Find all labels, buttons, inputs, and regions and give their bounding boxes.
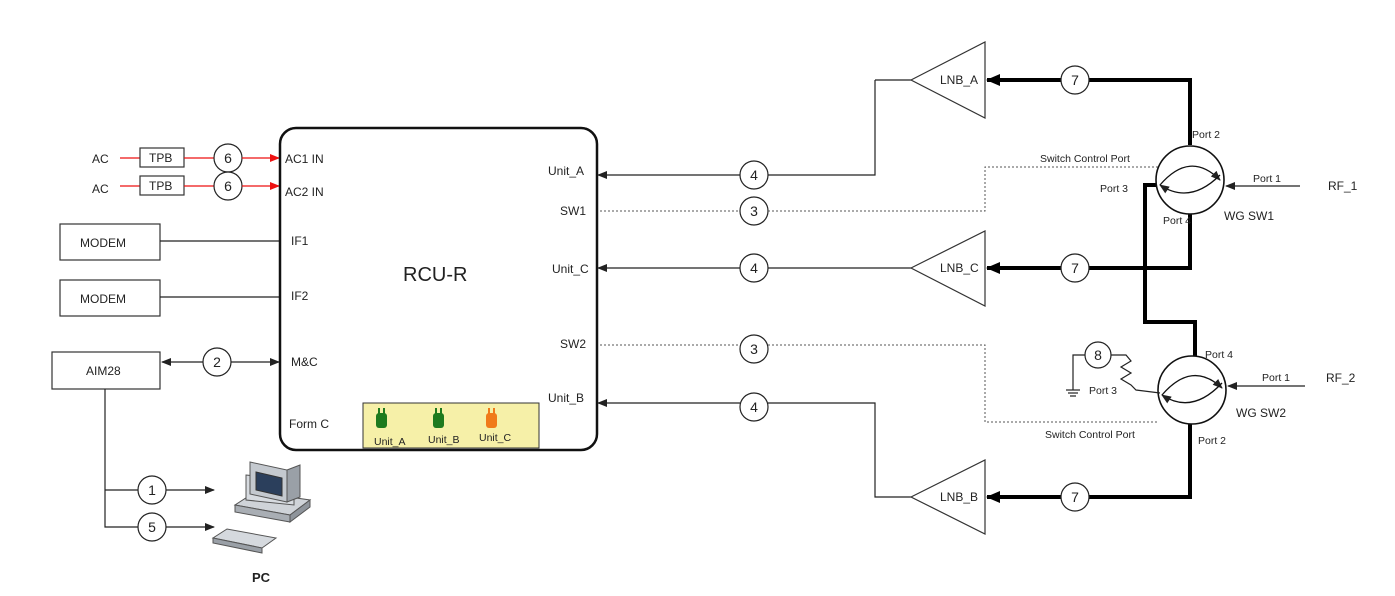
port-mc: M&C [291,355,318,369]
pc-label: PC [252,570,271,585]
port-ac2-in: AC2 IN [285,185,324,199]
sw1-name: WG SW1 [1224,209,1274,223]
sw2-port-1: Port 1 [1262,372,1290,384]
termination-resistor [1111,354,1161,394]
sw1-port-1: Port 1 [1253,173,1281,185]
status-lamp-unit-a-icon [376,408,387,428]
rf-2-label: RF_2 [1326,371,1356,385]
callout-6-ac1: 6 [224,150,232,166]
lnb-b-label: LNB_B [940,490,978,504]
port-if1: IF1 [291,234,309,248]
aim28-label: AIM28 [86,364,121,378]
status-panel [362,402,540,449]
rcu-r-box [278,126,599,452]
callout-3-sw2: 3 [750,341,758,357]
port-sw2: SW2 [560,337,586,351]
port-ac1-in: AC1 IN [285,152,324,166]
sw2-port-3: Port 3 [1089,385,1117,397]
lnb-c-label: LNB_C [940,261,979,275]
lnb-c-amplifier [909,230,986,307]
callout-2-mc: 2 [213,354,221,370]
modem-box-2 [59,279,161,317]
sw2-port-2: Port 2 [1198,435,1226,447]
ac-label-2: AC [92,182,109,196]
port-form-c: Form C [289,417,329,431]
callout-1-pc: 1 [148,482,156,498]
callout-6-ac2: 6 [224,178,232,194]
lnb-b-amplifier [909,459,986,535]
ac-label-1: AC [92,152,109,166]
tpb-label-1: TPB [149,151,172,165]
port-unit-a: Unit_A [548,164,584,178]
rf-1-label: RF_1 [1328,179,1358,193]
aim28-box [51,351,161,390]
port-sw1: SW1 [560,204,586,218]
status-label-unit-c: Unit_C [479,432,512,444]
modem-box-1 [59,223,161,261]
sw1-port-3: Port 3 [1100,183,1128,195]
pc-icon [211,461,312,554]
port-unit-c: Unit_C [552,262,589,276]
sw2-port-4: Port 4 [1205,349,1233,361]
callout-4-unit-b: 4 [750,399,758,415]
callout-7-lnb-c: 7 [1071,260,1079,276]
lnb-a-label: LNB_A [940,73,978,87]
callout-4-unit-c: 4 [750,260,758,276]
status-lamp-unit-b-icon [433,408,444,428]
modem-label-2: MODEM [80,292,126,306]
sw1-control-port: Switch Control Port [1040,153,1130,165]
wg-sw2-switch [1157,355,1227,425]
callout-3-sw1: 3 [750,203,758,219]
sw1-port-4: Port 4 [1163,215,1191,227]
status-label-unit-b: Unit_B [428,434,460,446]
sw1-port-2: Port 2 [1192,129,1220,141]
port-if2: IF2 [291,289,309,303]
callout-7-lnb-b: 7 [1071,489,1079,505]
port-unit-b: Unit_B [548,391,584,405]
callout-5-pc: 5 [148,519,156,535]
sw2-name: WG SW2 [1236,406,1286,420]
wg-sw1-switch [1155,145,1225,215]
callout-4-unit-a: 4 [750,167,758,183]
modem-label-1: MODEM [80,236,126,250]
lnb-a-amplifier [909,41,986,119]
callout-8-termination: 8 [1094,347,1102,363]
callout-7-lnb-a: 7 [1071,72,1079,88]
tpb-label-2: TPB [149,179,172,193]
status-label-unit-a: Unit_A [374,436,406,448]
sw2-control-port: Switch Control Port [1045,429,1135,441]
rcu-r-title: RCU-R [403,264,467,286]
status-lamp-unit-c-icon [486,408,497,428]
